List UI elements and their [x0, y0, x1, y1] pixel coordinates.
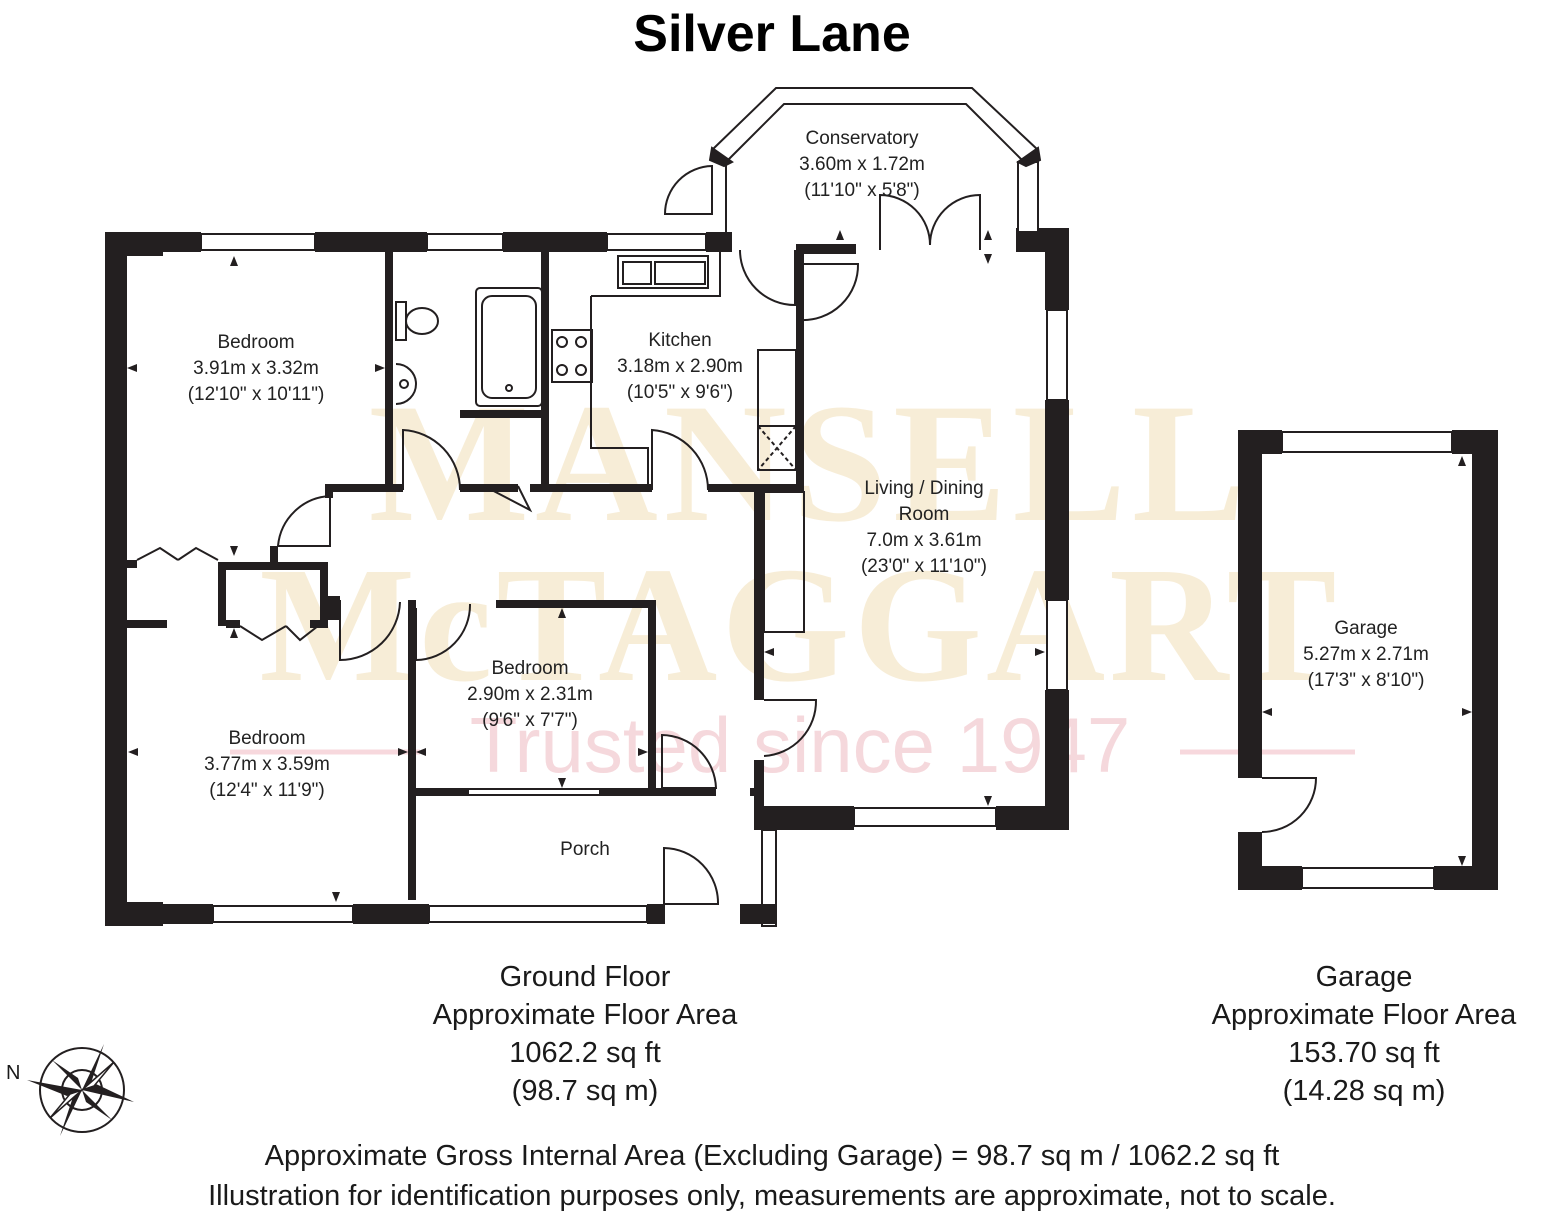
living-name: Living / Dining [864, 478, 983, 499]
garage-imperial: (17'3" x 8'10") [1308, 670, 1425, 691]
garage-area: Garage Approximate Floor Area 153.70 sq … [1184, 958, 1544, 1110]
garage-area-line1: Garage [1315, 961, 1413, 993]
door-porch [663, 846, 720, 905]
garage-name: Garage [1334, 618, 1397, 639]
ground-floor-area-line1: Ground Floor [499, 961, 671, 993]
footer-disclaimer: Illustration for identification purposes… [208, 1180, 1336, 1212]
living-name2: Room [899, 504, 950, 525]
sink-icon [617, 255, 709, 289]
ground-floor-area: Ground Floor Approximate Floor Area 1062… [385, 958, 785, 1110]
watermark: MANSELL McTAGGART Trusted since 1947 [230, 369, 1355, 789]
bedroom2-imperial: (9'6" x 7'7") [482, 710, 578, 731]
kitchen-name: Kitchen [648, 330, 711, 351]
bedroom2-name: Bedroom [491, 658, 568, 679]
ground-floor-walls [105, 228, 1069, 927]
plan-title: Silver Lane [633, 5, 911, 63]
garage-area-line2: Approximate Floor Area [1211, 999, 1517, 1031]
doors [136, 164, 981, 905]
garage-metric: 5.27m x 2.71m [1303, 644, 1429, 665]
bedroom1-name: Bedroom [217, 332, 294, 353]
compass-rose-icon [27, 1044, 134, 1136]
ground-floor-area-line4: (98.7 sq m) [511, 1075, 659, 1107]
conservatory-imperial: (11'10" x 5'8") [804, 180, 919, 201]
bedroom2-metric: 2.90m x 2.31m [467, 684, 593, 705]
toilet-icon [395, 301, 407, 341]
footer-gross-area: Approximate Gross Internal Area (Excludi… [264, 1140, 1280, 1172]
porch-name: Porch [560, 839, 610, 860]
dimension-markers [127, 230, 1472, 902]
fixtures [395, 252, 805, 633]
ground-floor-area-line3: 1062.2 sq ft [509, 1037, 661, 1069]
garage-walls [1238, 430, 1498, 890]
garage-area-line4: (14.28 sq m) [1282, 1075, 1446, 1107]
conservatory-metric: 3.60m x 1.72m [799, 154, 925, 175]
bedroom3-metric: 3.77m x 3.59m [204, 754, 330, 775]
ground-floor-area-line2: Approximate Floor Area [432, 999, 738, 1031]
garage-area-line3: 153.70 sq ft [1288, 1037, 1440, 1069]
bedroom3-name: Bedroom [228, 728, 305, 749]
room-labels: Conservatory 3.60m x 1.72m (11'10" x 5'8… [188, 128, 1429, 860]
bedroom1-metric: 3.91m x 3.32m [193, 358, 319, 379]
bedroom3-imperial: (12'4" x 11'9") [209, 780, 324, 801]
living-imperial: (23'0" x 11'10") [861, 556, 987, 577]
door-bedroom3 [339, 600, 401, 662]
door-bath [402, 428, 462, 491]
kitchen-metric: 3.18m x 2.90m [617, 356, 743, 377]
bedroom1-imperial: (12'10" x 10'11") [188, 384, 325, 405]
watermark-line2: McTAGGART [259, 533, 1340, 716]
conservatory-name: Conservatory [806, 128, 919, 149]
watermark-tagline: Trusted since 1947 [470, 701, 1131, 789]
bath-icon [475, 287, 543, 407]
conservatory-walls [708, 87, 1042, 233]
door-kitchen [651, 428, 710, 491]
compass-north-label: N [6, 1062, 21, 1084]
living-metric: 7.0m x 3.61m [866, 530, 981, 551]
watermark-line1: MANSELL [369, 369, 1252, 557]
kitchen-imperial: (10'5" x 9'6") [627, 382, 733, 403]
basin-icon [395, 363, 417, 405]
